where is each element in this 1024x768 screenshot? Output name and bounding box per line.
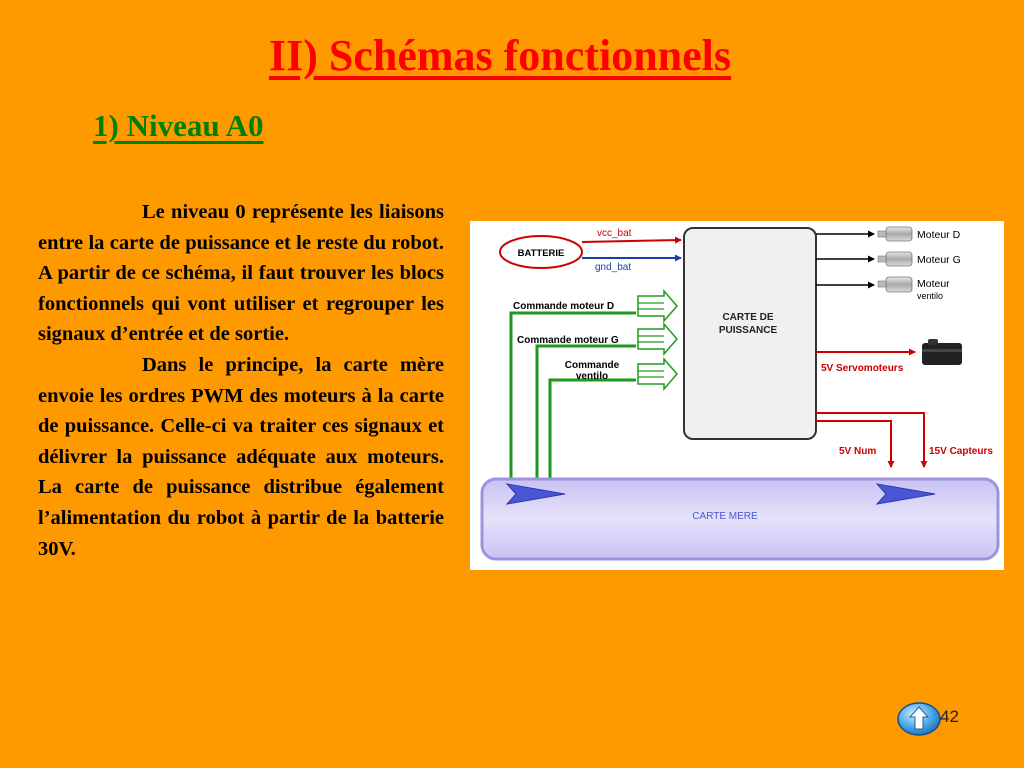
command-motor-g-label: Commande moteur G (517, 335, 619, 346)
slide-title: II) Schémas fonctionnels (268, 31, 732, 80)
servo-label: 5V Servomoteurs (821, 363, 904, 374)
motor-d-label: Moteur D (917, 229, 961, 241)
power-board-label-2: PUISSANCE (719, 325, 778, 336)
paragraph-2: Dans le principe, la carte mère envoie l… (38, 353, 444, 560)
battery-label: BATTERIE (518, 248, 565, 259)
motor-g-label: Moteur G (917, 254, 961, 266)
home-button[interactable] (896, 700, 942, 738)
section-subtitle: 1) Niveau A0 (93, 108, 264, 143)
right-data-arrow (875, 483, 936, 505)
command-arrows (637, 288, 678, 392)
mother-board-label: CARTE MERE (692, 511, 758, 522)
num-label: 5V Num (839, 446, 876, 457)
left-data-arrow (505, 483, 566, 505)
battery-block: BATTERIE (499, 235, 583, 269)
motor-fan-label-1: Moteur (917, 278, 950, 290)
command-fan-label-2: ventilo (576, 371, 608, 382)
dc-motor-icon (877, 251, 913, 267)
command-fan-label-1: Commande (565, 360, 620, 371)
command-lines (509, 311, 636, 479)
dc-motor-icon (877, 226, 913, 242)
home-up-arrow-icon (897, 702, 941, 736)
sensors-label: 15V Capteurs (929, 446, 993, 457)
command-arrow-stripes (638, 302, 664, 378)
body-text: Le niveau 0 représente les liaisons entr… (38, 197, 444, 564)
functional-diagram: BATTERIE vcc_bat gnd_bat CARTE DE PUISSA… (470, 221, 1004, 570)
power-board-block: CARTE DE PUISSANCE (683, 227, 817, 440)
command-motor-d-label: Commande moteur D (513, 301, 614, 312)
dc-motor-icon (877, 276, 913, 293)
power-board-label-1: CARTE DE (722, 312, 773, 323)
page-number: 42 (940, 707, 959, 726)
servo-motor-icon (922, 339, 962, 365)
vcc-label: vcc_bat (597, 228, 632, 239)
paragraph-1: Le niveau 0 représente les liaisons entr… (38, 201, 444, 346)
gnd-label: gnd_bat (595, 262, 631, 273)
mother-board-block: CARTE MERE (480, 477, 1000, 561)
motor-fan-label-2: ventilo (917, 291, 943, 301)
